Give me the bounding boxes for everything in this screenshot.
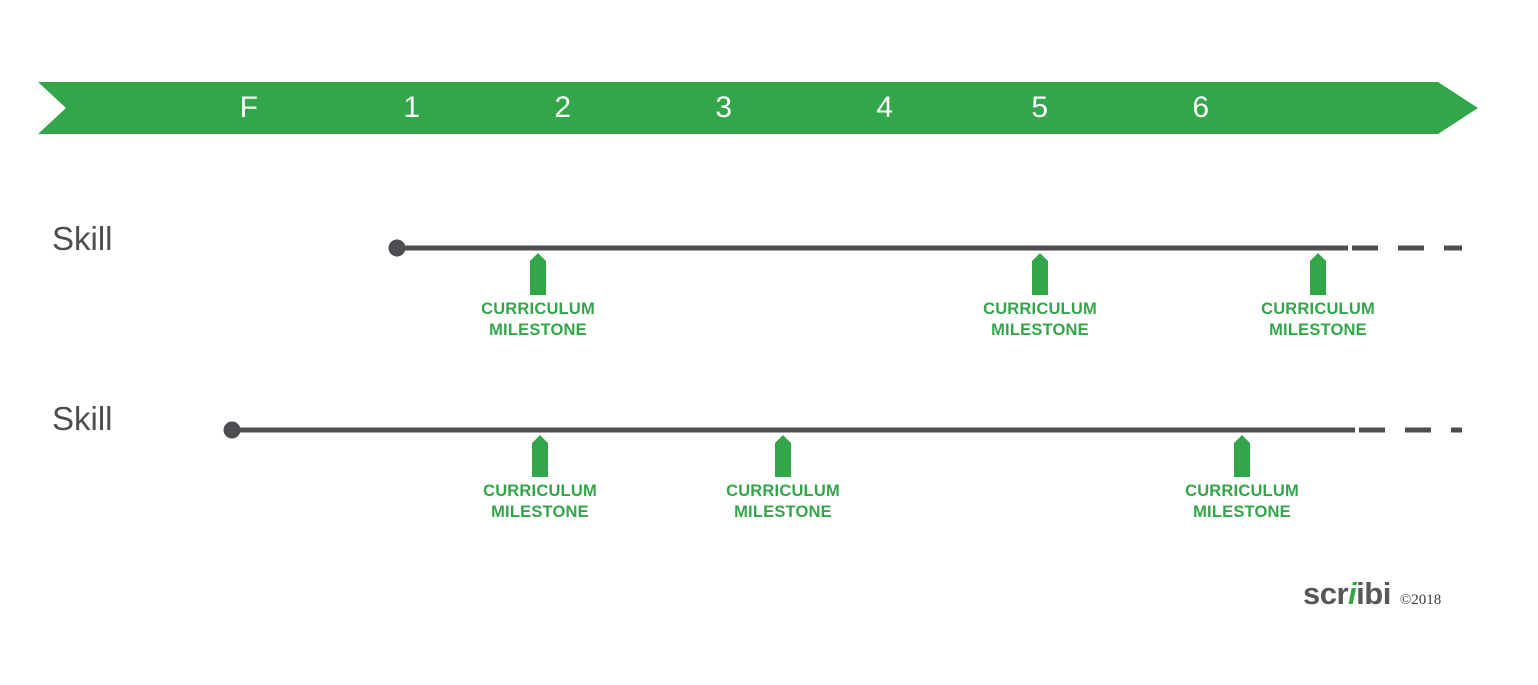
skill-label: Skill [52, 400, 113, 437]
timeline-line [223, 421, 1462, 439]
banner-shape [38, 82, 1478, 134]
curriculum-milestone[interactable]: CURRICULUM MILESTONE [1208, 253, 1428, 341]
milestone-label: CURRICULUM MILESTONE [481, 300, 595, 340]
curriculum-milestone[interactable]: CURRICULUM MILESTONE [930, 253, 1150, 341]
banner-segment-6[interactable]: 6 [1192, 91, 1210, 124]
banner-segment-2[interactable]: 2 [554, 91, 572, 124]
banner-segment-1[interactable]: 1 [403, 91, 421, 124]
banner-segment-4[interactable]: 4 [876, 91, 894, 124]
milestone-marker-icon [1234, 435, 1250, 477]
brand-wordmark: scriibi [1303, 578, 1391, 609]
milestone-label: CURRICULUM MILESTONE [483, 482, 597, 522]
timeline-line [388, 239, 1462, 257]
skill-label: Skill [52, 220, 113, 257]
curriculum-milestone[interactable]: CURRICULUM MILESTONE [673, 435, 893, 523]
milestone-label: CURRICULUM MILESTONE [726, 482, 840, 522]
brand-suffix: ibi [1356, 576, 1391, 611]
brand-accent-letter: i [1348, 576, 1357, 611]
milestone-marker-icon [1310, 253, 1326, 295]
curriculum-milestone[interactable]: CURRICULUM MILESTONE [1132, 435, 1352, 523]
banner-segment-3[interactable]: 3 [715, 91, 733, 124]
milestone-label: CURRICULUM MILESTONE [1261, 300, 1375, 340]
banner-segment-f[interactable]: F [239, 91, 259, 124]
copyright-notice: ©2018 [1399, 592, 1442, 608]
milestone-marker-icon [532, 435, 548, 477]
timeline-track [220, 415, 1468, 445]
curriculum-milestone[interactable]: CURRICULUM MILESTONE [428, 253, 648, 341]
milestone-marker-icon [1032, 253, 1048, 295]
milestone-label: CURRICULUM MILESTONE [1185, 482, 1299, 522]
year-progression-banner: F 1 2 3 4 5 6 [38, 82, 1478, 134]
timeline-track [385, 233, 1468, 263]
brand-prefix: scr [1303, 576, 1349, 611]
milestone-marker-icon [775, 435, 791, 477]
curriculum-milestone[interactable]: CURRICULUM MILESTONE [430, 435, 650, 523]
milestone-marker-icon [530, 253, 546, 295]
milestone-label: CURRICULUM MILESTONE [983, 300, 1097, 340]
banner-segment-5[interactable]: 5 [1031, 91, 1049, 124]
brand-logo: scriibi ©2018 [1303, 578, 1441, 609]
